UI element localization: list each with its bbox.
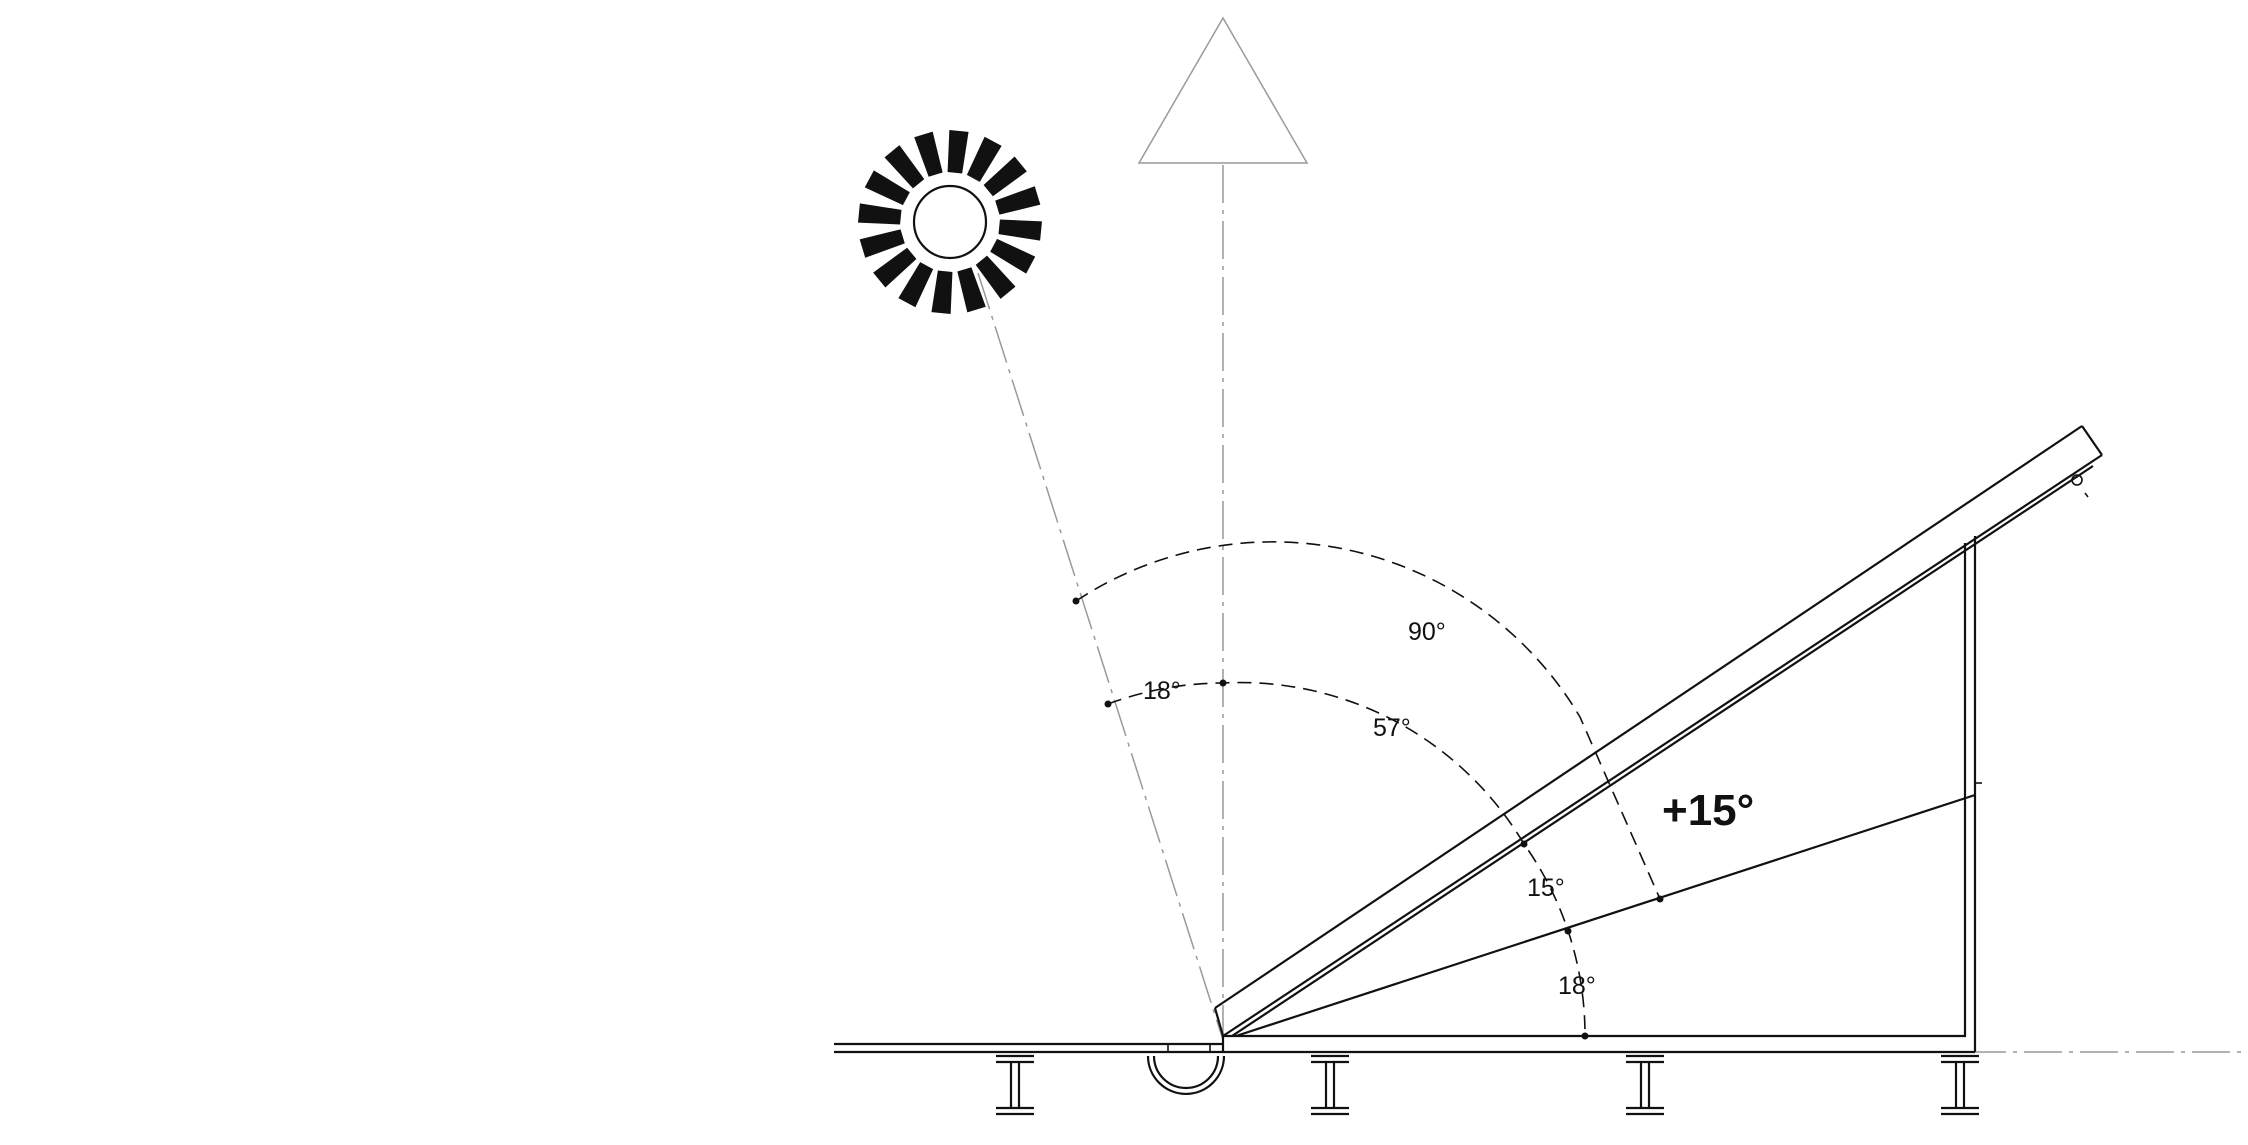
sun-ray [884,145,925,189]
angle-label-15: 15° [1527,874,1565,902]
sun-ray [975,255,1016,299]
sun-ray [898,262,934,308]
i-beam [1311,1054,1349,1116]
angle-label-57: 57° [1373,714,1411,742]
i-beam [1626,1054,1664,1116]
sun-ray [873,247,917,288]
sun-ray [931,270,953,314]
sun-ray [947,130,969,174]
support-frame [1221,536,1982,1054]
sun-ray [995,186,1041,215]
sun-icon [858,130,1042,314]
arc-57 [1107,681,1586,1037]
sun-ray [859,229,905,258]
angle-label-90: 90° [1408,618,1446,646]
roof-slab [834,1042,1223,1054]
sun-ray-line [977,272,1224,1041]
north-arrow-icon [1137,16,1309,1040]
solar-panel [1213,425,2103,1037]
sun-ray [914,131,943,177]
sun-disc [912,184,988,260]
sun-ray [957,267,986,313]
tilt-angle-label: +15° [1662,786,1754,835]
i-beam [996,1054,1034,1116]
sun-ray [990,238,1036,274]
gutter [1146,1055,1226,1096]
sun-ray [966,136,1002,182]
angle-label-18-bottom: 18° [1558,972,1596,1000]
sun-ray [983,156,1027,197]
sun-ray [998,219,1042,241]
sun-ray [858,203,902,225]
angle-label-18-top: 18° [1143,677,1181,705]
arc-90 [1075,541,1661,900]
i-beam [1941,1054,1979,1116]
sun-ray [864,170,910,206]
steel-beams [996,1054,1979,1116]
